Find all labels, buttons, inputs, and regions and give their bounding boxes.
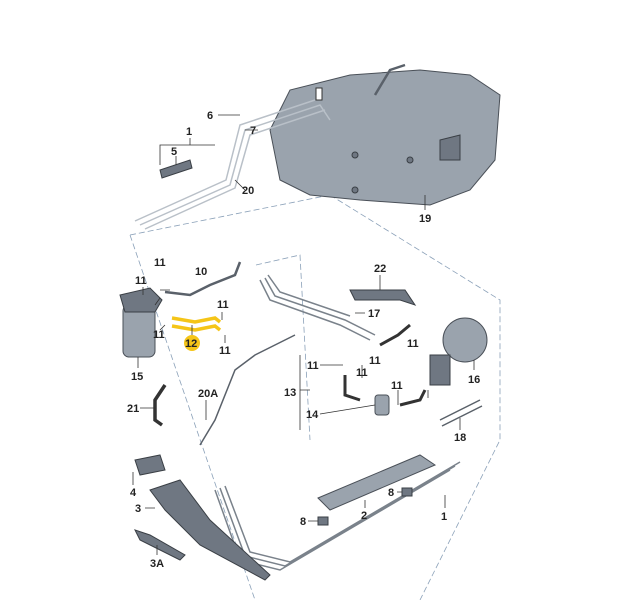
label-11-b: 11 [135, 275, 147, 287]
label-5: 5 [171, 146, 177, 158]
label-10: 10 [195, 266, 207, 278]
fuel-lines-top [134, 63, 406, 230]
label-21: 21 [127, 403, 139, 415]
label-3: 3 [135, 503, 141, 515]
label-11-c: 11 [217, 299, 229, 311]
label-20: 20 [242, 185, 254, 197]
hoses-13 [343, 323, 427, 407]
cooler-2 [317, 454, 437, 511]
label-8-b: 8 [388, 487, 394, 499]
label-15: 15 [131, 371, 143, 383]
label-3A: 3A [150, 558, 164, 570]
label-18: 18 [454, 432, 466, 444]
label-6: 6 [207, 110, 213, 122]
label-7: 7 [250, 125, 256, 137]
label-11-a: 11 [154, 257, 166, 269]
label-4: 4 [130, 487, 137, 499]
bracket-4 [134, 454, 166, 476]
label-22: 22 [374, 263, 386, 275]
hose-21 [153, 384, 167, 427]
group-boundary [129, 194, 501, 600]
label-11-h: 11 [407, 338, 419, 350]
label-17: 17 [368, 308, 380, 320]
label-16: 16 [468, 374, 480, 386]
label-1-bottom: 1 [441, 511, 447, 523]
label-14: 14 [306, 409, 319, 421]
bracket-22 [349, 289, 417, 306]
label-11-f: 11 [307, 360, 319, 372]
hose-12-highlighted [171, 316, 222, 332]
label-2: 2 [361, 510, 367, 522]
part-3A [134, 529, 186, 561]
rod-18 [439, 399, 483, 427]
highlight-badge [184, 335, 200, 351]
nut-8b [401, 487, 413, 497]
line-20A [199, 334, 296, 446]
label-8-a: 8 [300, 516, 306, 528]
hose-10 [164, 261, 242, 297]
group-boundary-inner [255, 254, 311, 441]
label-11-g: 11 [369, 355, 381, 367]
label-11-j: 11 [391, 380, 403, 392]
label-1-top: 1 [186, 126, 192, 138]
label-11-e: 11 [219, 345, 231, 357]
nut-8a [317, 516, 329, 526]
pump-16 [429, 317, 488, 386]
label-12: 12 [185, 338, 197, 350]
label-13: 13 [284, 387, 296, 399]
fuel-filter [119, 287, 163, 358]
component-14 [374, 394, 390, 416]
label-19: 19 [419, 213, 431, 225]
cooler-lines [259, 274, 376, 341]
label-11-d: 11 [153, 329, 165, 341]
label-20A: 20A [198, 388, 218, 400]
label-11-i: 11 [356, 367, 368, 379]
lines-1-bottom [214, 461, 461, 571]
shield-3 [149, 479, 271, 581]
fuel-tank [269, 69, 501, 206]
